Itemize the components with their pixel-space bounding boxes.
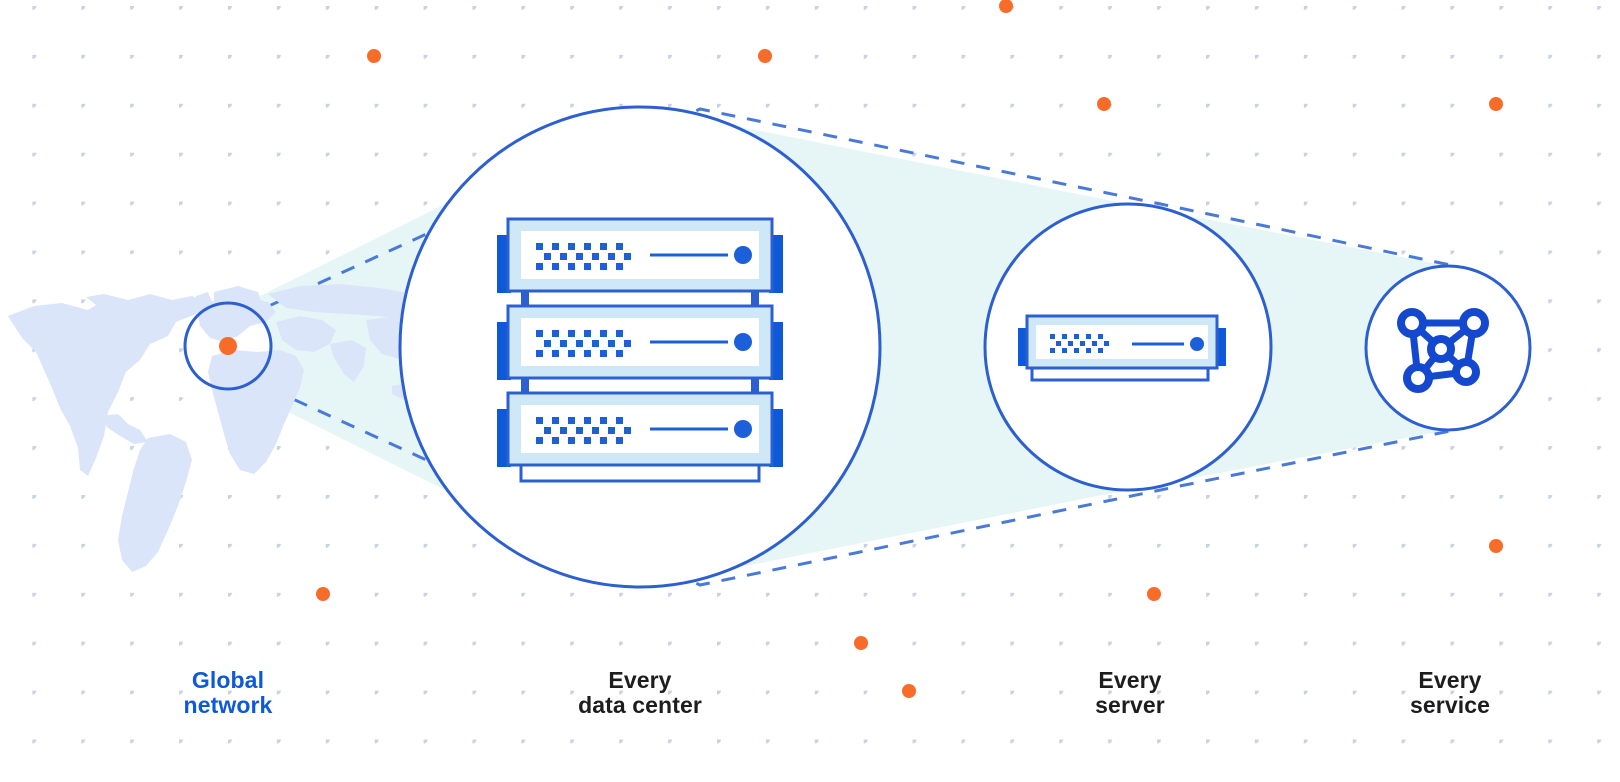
stage-label-server: Every server (1095, 667, 1165, 718)
rack-connector-bars (521, 291, 759, 307)
stage-label-service: Every service (1410, 667, 1490, 718)
vent-dots (1050, 334, 1109, 353)
server-base-plate (1030, 366, 1210, 382)
accent-dot (1097, 97, 1111, 111)
server-unit (497, 304, 783, 380)
dashed-line-lower (246, 376, 1456, 587)
rack-base-plate (519, 463, 761, 483)
accent-dot (1147, 587, 1161, 601)
network-node (1397, 308, 1427, 338)
accent-dot (999, 0, 1013, 13)
network-node (1452, 358, 1480, 386)
dashed-line-upper (246, 107, 1456, 318)
accent-dot (1489, 539, 1503, 553)
network-node (1403, 363, 1433, 393)
server-rack-icon (497, 217, 783, 483)
accent-dot (316, 587, 330, 601)
status-led (734, 246, 752, 264)
network-node (1459, 308, 1489, 338)
accent-dot (902, 684, 916, 698)
server-unit (497, 391, 783, 467)
accent-dot (758, 49, 772, 63)
global-network-marker-dot (219, 337, 237, 355)
accent-dot (1489, 97, 1503, 111)
accent-dots (316, 0, 1503, 698)
status-led (1190, 337, 1204, 351)
status-led (734, 420, 752, 438)
vent-dots (536, 243, 631, 270)
network-nodes-icon (1397, 308, 1489, 393)
stage-label-data-center: Every data center (578, 667, 702, 718)
network-node (1427, 335, 1455, 363)
status-led (734, 333, 752, 351)
server-unit (497, 217, 783, 293)
vent-dots (536, 417, 631, 444)
vent-dots (536, 330, 631, 357)
global-network-focus-circle (183, 301, 273, 391)
dashed-connectors (246, 107, 1456, 587)
stage-label-global-network: Global network (183, 667, 273, 718)
accent-dot (854, 636, 868, 650)
accent-dot (367, 49, 381, 63)
rack-connector-bars (521, 378, 759, 394)
server-unit-icon (1018, 314, 1226, 382)
